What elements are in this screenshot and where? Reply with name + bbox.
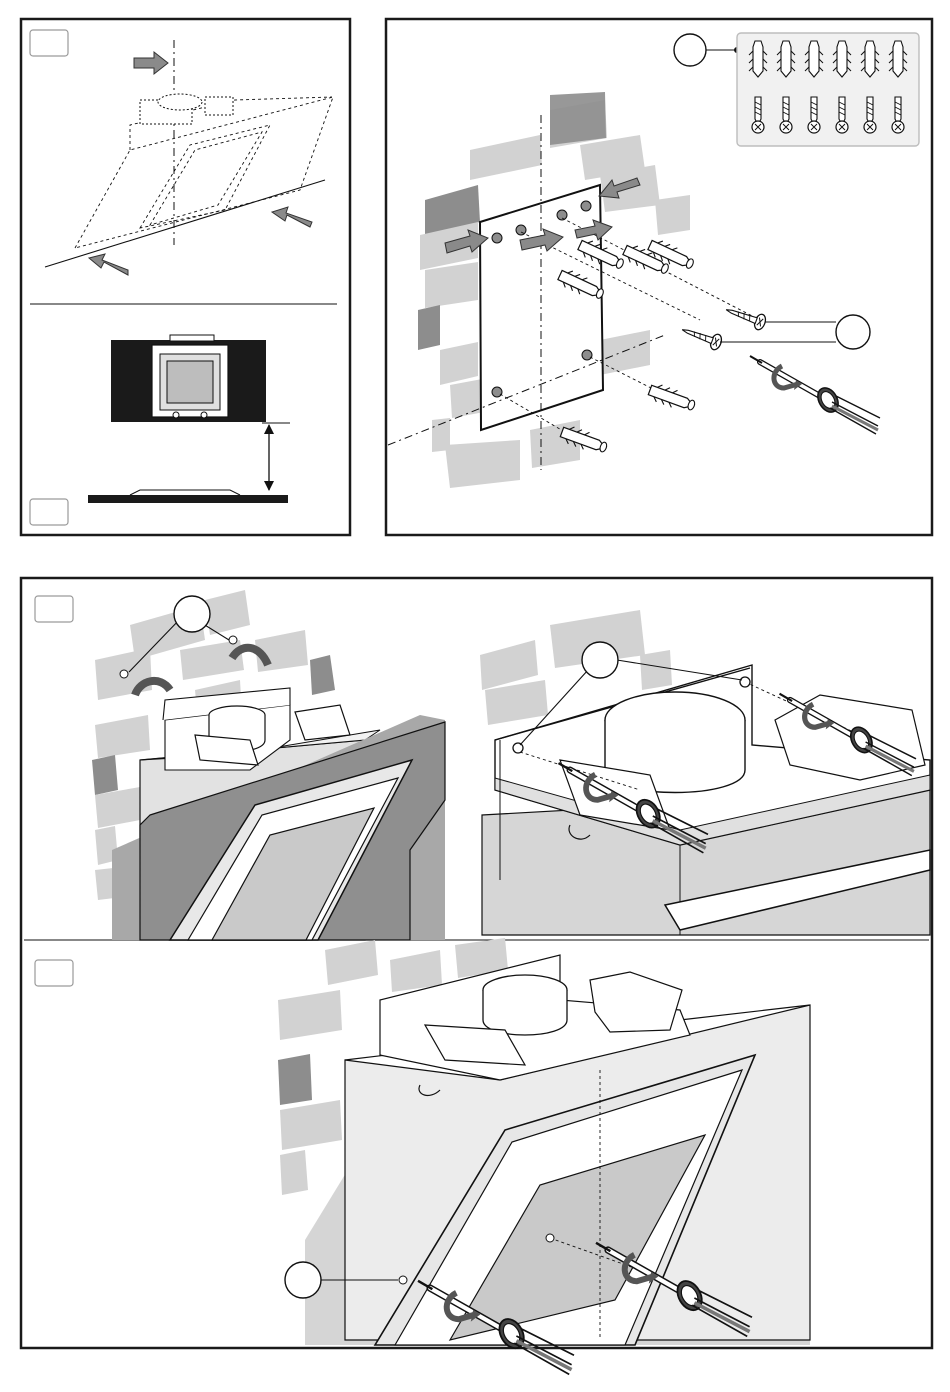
panel-step-a: [21, 19, 350, 535]
step-badge-d: [35, 960, 73, 986]
callout-bracket-screws-left: [174, 596, 210, 632]
callout-screws: [836, 315, 870, 349]
panel-hood-mounting: [21, 578, 932, 1374]
step-badge-b: [30, 499, 68, 525]
panel-wall-fixing: [386, 19, 932, 535]
callout-fixing-kit: [674, 34, 706, 66]
callout-glass-screw: [285, 1262, 321, 1298]
fixing-kit-box: [737, 33, 919, 146]
step-badge-a: [30, 30, 68, 56]
hood-front-view: [111, 335, 266, 422]
step-badge-c: [35, 596, 73, 622]
callout-bracket-screws-right: [582, 642, 618, 678]
